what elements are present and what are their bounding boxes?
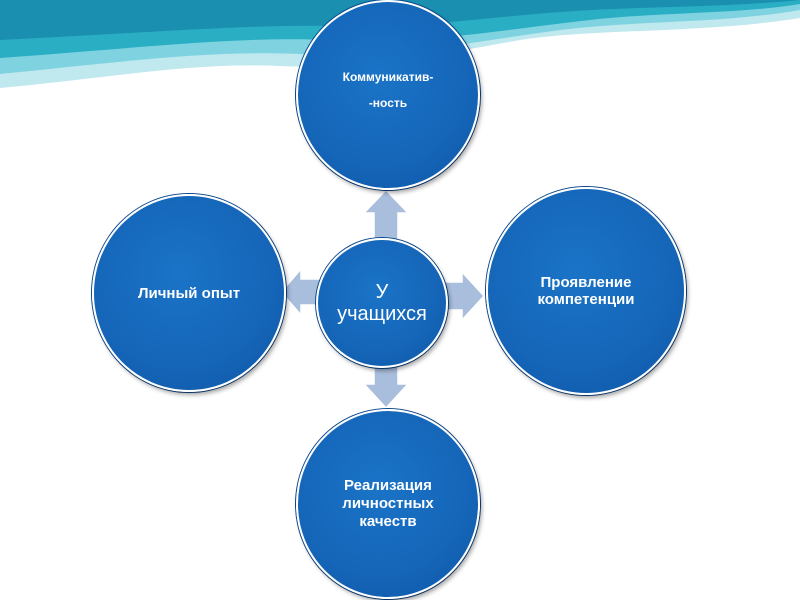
label-line: качеств [359, 513, 417, 530]
label-line: Личный опыт [137, 284, 241, 302]
label-line: -ность [368, 96, 408, 110]
circle-personal-qualities-label: Реализация личностных качеств [342, 477, 433, 531]
label-line: учащихся [337, 303, 427, 325]
label-line: Коммуникатив- [342, 70, 434, 84]
circle-competence-label: Проявление компетенции [538, 274, 635, 308]
label-line: компетенции [537, 291, 635, 308]
arrow-up [362, 188, 410, 241]
label-line: Проявление [540, 274, 632, 291]
label-line: У [375, 281, 389, 303]
circle-personal-qualities: Реализация личностных качеств [296, 409, 480, 599]
circle-center-label: У учащихся [337, 281, 427, 325]
circle-personal-experience: Личный опыт [92, 194, 286, 392]
circle-center-students: У учащихся [316, 238, 448, 368]
circle-communicativeness: Коммуникатив- -ность [296, 0, 480, 190]
label-line: личностных [342, 495, 434, 512]
circle-personal-experience-label: Личный опыт [138, 285, 240, 302]
circle-competence: Проявление компетенции [486, 187, 686, 395]
circle-communicativeness-label: Коммуникатив- -ность [343, 64, 434, 116]
label-line: Реализация [344, 477, 432, 494]
